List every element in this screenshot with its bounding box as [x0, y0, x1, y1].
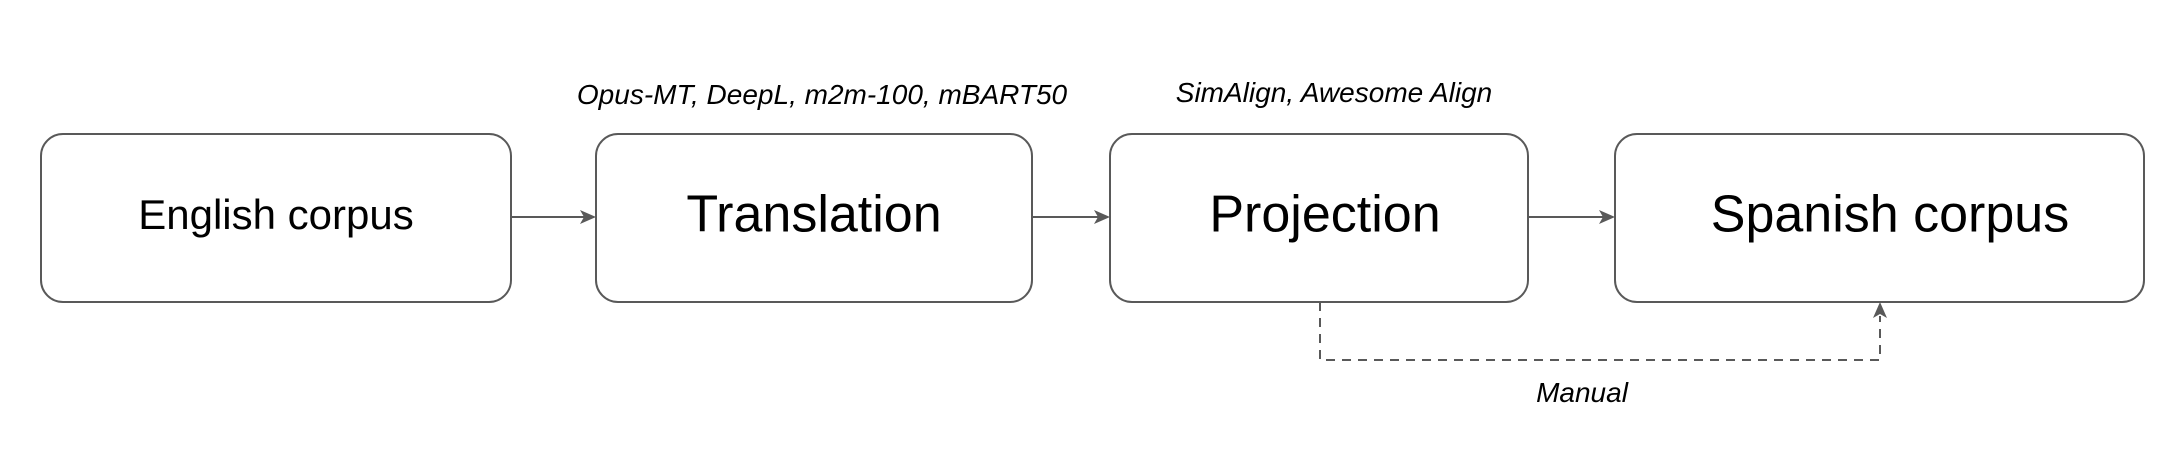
spanish-corpus-box: [1614, 133, 2145, 303]
node-translation: Translation: [595, 133, 1033, 303]
arrowhead-icon: [580, 210, 596, 224]
projection-tools-annotation: SimAlign, Awesome Align: [1176, 77, 1492, 108]
translation-tools-annotation: Opus-MT, DeepL, m2m-100, mBART50: [577, 79, 1068, 110]
edge-projection-to-spanish-manual: [1319, 302, 1887, 361]
edge-translation-to-projection: [1032, 210, 1110, 224]
projection-label: Projection: [1209, 186, 1440, 244]
translation-label: Translation: [686, 186, 941, 244]
node-projection: Projection: [1109, 133, 1529, 303]
spanish-corpus-label: Spanish corpus: [1711, 186, 2069, 244]
english-corpus-label: English corpus: [138, 191, 413, 238]
node-spanish-corpus: Spanish corpus: [1614, 133, 2145, 303]
node-english-corpus: English corpus: [40, 133, 512, 303]
arrowhead-icon: [1599, 210, 1615, 224]
arrowhead-icon: [1873, 302, 1887, 318]
edge-projection-to-spanish: [1528, 210, 1615, 224]
manual-annotation: Manual: [1536, 377, 1629, 408]
edge-english-to-translation: [511, 210, 596, 224]
arrowhead-icon: [1094, 210, 1110, 224]
